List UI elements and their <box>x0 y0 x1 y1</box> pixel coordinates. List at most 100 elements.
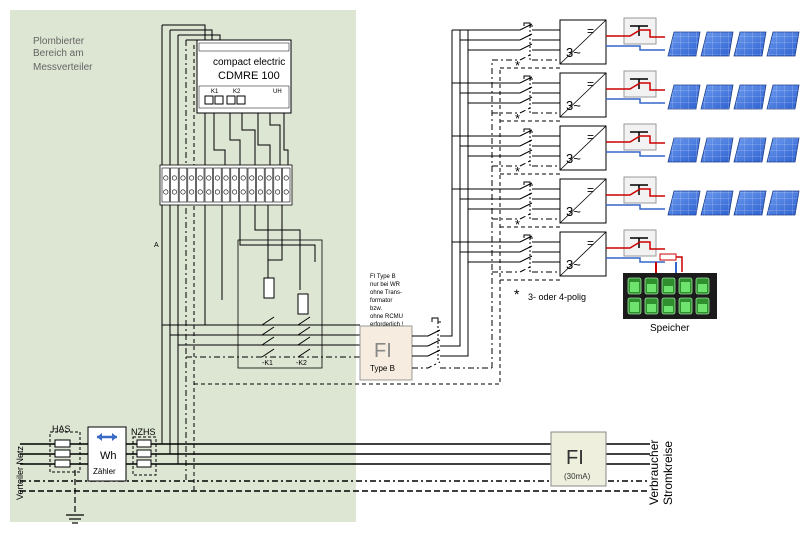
terminal-screw <box>223 189 229 195</box>
dc-isolator <box>623 176 657 204</box>
svg-text:ohne RCMU: ohne RCMU <box>370 314 403 320</box>
battery-cell-level <box>630 302 639 312</box>
fi-30ma-rating: (30mA) <box>564 472 591 481</box>
monitor-k2: K2 <box>233 89 241 95</box>
monitor-k1: K1 <box>211 89 219 95</box>
svg-text:Stromkreise: Stromkreise <box>661 441 675 505</box>
terminal-screw <box>257 175 263 181</box>
pv-panel-grid <box>668 85 700 109</box>
terminal-screw <box>223 175 229 181</box>
relay-k2-label: -K2 <box>296 360 307 367</box>
inverter-diagonal <box>559 231 607 277</box>
pv-panel-grid <box>668 191 700 215</box>
inverter-wiring <box>452 128 560 175</box>
svg-text:Bereich am: Bereich am <box>33 48 84 59</box>
pv-panel-grid <box>701 191 733 215</box>
star-marker: * <box>515 164 520 179</box>
battery-cell-level <box>698 304 707 312</box>
relay-k1-label: -K1 <box>262 360 273 367</box>
pv-panel-grid <box>668 32 700 56</box>
inverter-row: =3~* <box>452 58 800 122</box>
inverter-dc-symbol: = <box>587 236 594 250</box>
battery-cell-level <box>647 304 656 312</box>
fi-typeb-note: FI Type B nur bei WR ohne Trans- formato… <box>370 274 404 328</box>
terminal-screw <box>249 189 255 195</box>
svg-text:formator: formator <box>370 298 392 304</box>
dc-isolator <box>623 229 657 257</box>
battery-cell-level <box>664 286 673 292</box>
inverter-diagonal <box>559 72 607 118</box>
consumer-label: Verbraucher Stromkreise <box>647 440 675 505</box>
battery-storage <box>623 262 717 319</box>
terminal-cell <box>239 167 248 203</box>
relay-block <box>237 239 323 369</box>
terminal-screw <box>189 189 195 195</box>
inverter-ac-symbol: 3~ <box>566 204 581 219</box>
fi-30ma-box <box>550 431 607 487</box>
inverter-ac-symbol: 3~ <box>566 257 581 272</box>
terminal-screw <box>275 189 281 195</box>
inverter-wiring <box>452 75 560 122</box>
terminal-screw <box>275 175 281 181</box>
battery-cell-level <box>698 284 707 292</box>
svg-text:erforderlich !: erforderlich ! <box>370 322 404 328</box>
pv-panel-grid <box>767 85 799 109</box>
inverter-ac-symbol: 3~ <box>566 98 581 113</box>
storage-label: Speicher <box>650 323 690 334</box>
pv-panel-grid <box>734 138 766 162</box>
terminal-screw <box>214 189 220 195</box>
terminal-strip <box>159 164 293 206</box>
meter-zaehler: Zähler <box>93 467 116 476</box>
terminal-cell <box>282 167 291 203</box>
has-label: HAS <box>52 424 71 434</box>
ground-symbol <box>66 470 84 524</box>
pv-string <box>667 137 800 163</box>
terminal-screw <box>283 189 289 195</box>
inverter-wiring <box>452 22 560 69</box>
battery-cell-level <box>681 282 690 292</box>
svg-text:Plombierter: Plombierter <box>33 36 85 47</box>
svg-text:ohne Trans-: ohne Trans- <box>370 290 402 296</box>
sealed-zone-label: Plombierter Bereich am Messverteiler <box>33 36 93 73</box>
pv-panel-grid <box>734 85 766 109</box>
monitor-brand: compact electric <box>213 57 285 68</box>
terminal-cell <box>178 167 188 203</box>
main-pv-switch <box>194 30 501 385</box>
inverter-dc-symbol: = <box>587 183 594 197</box>
star-note-star: * <box>514 286 520 302</box>
pv-panel-grid <box>734 191 766 215</box>
terminal-screw <box>163 189 169 195</box>
pv-panel-grid <box>734 32 766 56</box>
svg-text:Messverteiler: Messverteiler <box>33 62 93 73</box>
inverter-row: = 3~ <box>452 17 800 69</box>
svg-text:bzw.: bzw. <box>370 306 382 312</box>
relay-a-label: A <box>154 242 159 249</box>
battery-cell-level <box>664 306 673 312</box>
dc-wiring <box>606 241 665 263</box>
terminal-cell <box>273 167 282 203</box>
terminal-screw <box>180 189 186 195</box>
pv-string <box>667 190 800 216</box>
pv-panel-grid <box>701 32 733 56</box>
terminal-screw <box>189 175 195 181</box>
inverter-diagonal <box>559 178 607 224</box>
inverter-ac-symbol: 3~ <box>566 45 581 60</box>
inverter-diagonal <box>559 19 607 65</box>
battery-cell-level <box>647 284 656 292</box>
star-marker: * <box>515 111 520 126</box>
terminal-screw <box>240 189 246 195</box>
star-marker: * <box>515 217 520 232</box>
terminal-cell <box>170 167 179 203</box>
terminal-screw <box>197 175 203 181</box>
battery-cell-level <box>630 282 639 292</box>
inverter-dc-symbol: = <box>587 24 594 38</box>
pv-panel-grid <box>701 85 733 109</box>
terminal-cell <box>264 167 274 203</box>
battery-fuse <box>659 253 677 261</box>
terminal-cell <box>187 167 196 203</box>
dc-isolator <box>623 123 657 151</box>
control-wiring <box>161 24 360 491</box>
terminal-screw <box>197 189 203 195</box>
terminal-screw <box>257 189 263 195</box>
